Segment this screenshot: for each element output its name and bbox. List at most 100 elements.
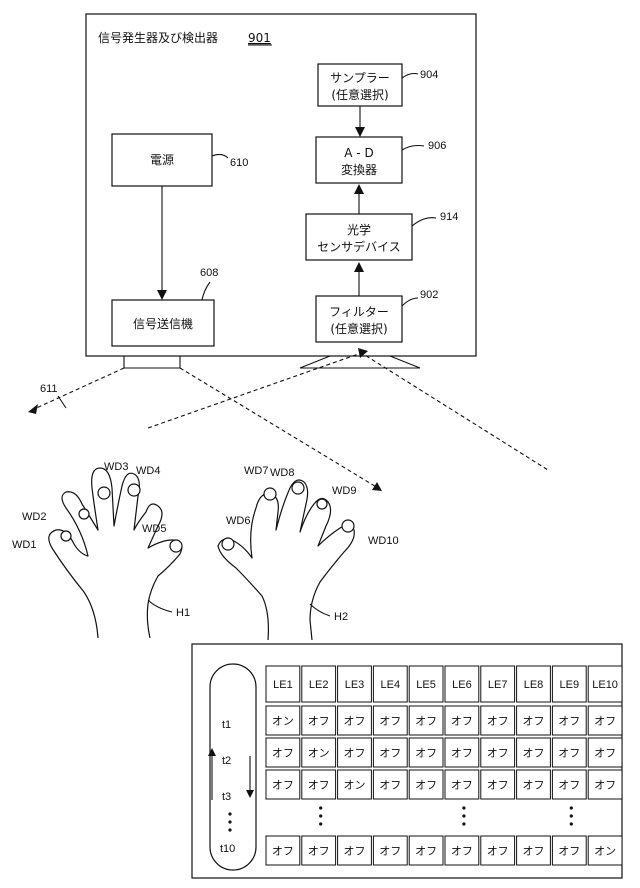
- power-label: 電源: [150, 153, 174, 167]
- table-ellipsis-dot: [570, 822, 573, 825]
- wd7-sensor: [264, 488, 276, 500]
- table-cell-value: オフ: [487, 715, 509, 728]
- wd6-label: WD6: [226, 515, 250, 527]
- timing-panel: t1 t2 t3 t10 LE1 LE2 LE3 LE4 LE5 LE6 LE7 LE8 LE9…: [192, 644, 622, 878]
- table-header-label: LE6: [452, 679, 472, 691]
- table-cell-value: オフ: [558, 779, 580, 792]
- sampler-label: サンプラー: [330, 71, 390, 85]
- table-cell-value: オン: [594, 845, 616, 858]
- h2-leader: [310, 604, 330, 616]
- table-cell-value: オフ: [594, 747, 616, 760]
- h2-label: H2: [334, 611, 348, 623]
- table-cell-value: オフ: [594, 715, 616, 728]
- wd6-sensor: [222, 538, 234, 550]
- table-ellipsis-dot: [462, 822, 465, 825]
- wd5-label: WD5: [142, 523, 166, 535]
- wd10-label: WD10: [368, 535, 399, 547]
- table-header-label: LE3: [345, 679, 365, 691]
- sensor-label: 光学: [347, 222, 371, 237]
- wd1-label: WD1: [12, 539, 36, 551]
- table-cell-value: オフ: [487, 845, 509, 858]
- table-cell-value: オフ: [379, 845, 401, 858]
- table-cell-value: オフ: [379, 779, 401, 792]
- table-cell-value: オフ: [451, 779, 473, 792]
- table-header-label: LE4: [381, 679, 401, 691]
- wd8-label: WD8: [270, 467, 294, 479]
- table-cell-value: オフ: [523, 845, 545, 858]
- transmitter-label: 信号送信機: [133, 316, 193, 331]
- table-cell-value: オフ: [487, 779, 509, 792]
- table-cell-value: オフ: [272, 845, 294, 858]
- table-ellipsis-dot: [319, 822, 322, 825]
- table-cell-value: オフ: [451, 845, 473, 858]
- wd2-sensor: [79, 509, 89, 519]
- time-ellipsis-dot: [228, 820, 231, 823]
- adc-label: A - D: [344, 146, 373, 160]
- wd1-sensor: [61, 531, 71, 541]
- sensor-device: センサデバイス: [317, 239, 401, 254]
- table-cell-value: オフ: [308, 715, 330, 728]
- power-ref: 610: [230, 157, 248, 169]
- table-header-label: LE1: [273, 679, 293, 691]
- filter-optional: (任意選択): [330, 321, 387, 336]
- time-t2: t2: [222, 755, 231, 767]
- filter-ref: 902: [420, 289, 438, 301]
- table-cell-value: オフ: [451, 715, 473, 728]
- table-cell-value: オフ: [415, 779, 437, 792]
- right-hand: WD7 WD8 WD9 WD10 WD6 H2: [218, 465, 399, 640]
- table-cell-value: オフ: [415, 747, 437, 760]
- table-ellipsis-dot: [319, 806, 322, 809]
- table-cell-value: オフ: [415, 715, 437, 728]
- table-header-label: LE8: [524, 679, 544, 691]
- wd4-label: WD4: [136, 465, 160, 477]
- sampler-optional: (任意選択): [331, 87, 388, 102]
- table-header-label: LE5: [416, 679, 436, 691]
- left-hand: WD3 WD4 WD2 WD1 WD5 H1: [12, 461, 190, 638]
- signal-to-hands-arrowhead: [372, 482, 382, 491]
- adc-converter: 変換器: [341, 162, 377, 177]
- wd7-label: WD7: [244, 465, 268, 477]
- table-ellipsis-dot: [570, 806, 573, 809]
- table-cell-value: オフ: [344, 715, 366, 728]
- signal-out-left-arrowhead: [28, 404, 38, 414]
- device-ref: 901: [248, 31, 271, 45]
- table-cell-value: オフ: [308, 779, 330, 792]
- table-cell-value: オフ: [558, 747, 580, 760]
- table-cell-value: オフ: [558, 845, 580, 858]
- wd10-sensor: [342, 520, 354, 532]
- table-header-label: LE10: [592, 679, 618, 691]
- table-header-label: LE9: [560, 679, 580, 691]
- table-cell-value: オフ: [594, 779, 616, 792]
- left-hand-outline: [49, 468, 182, 638]
- table-ellipsis-dot: [570, 814, 573, 817]
- detector-field-line: [360, 352, 548, 470]
- time-t10: t10: [220, 843, 235, 855]
- table-cell-value: オフ: [558, 715, 580, 728]
- device-title: 信号発生器及び検出器: [98, 31, 218, 45]
- table-cell-value: オン: [344, 779, 366, 792]
- sampler-ref: 904: [420, 69, 438, 81]
- time-t3: t3: [222, 791, 231, 803]
- table-cell-value: オフ: [523, 747, 545, 760]
- time-ellipsis-dot: [228, 812, 231, 815]
- table-cell-value: オフ: [451, 747, 473, 760]
- table-cell-value: オン: [308, 747, 330, 760]
- table-cell-value: オフ: [379, 715, 401, 728]
- adc-ref: 906: [428, 140, 446, 152]
- table-cell-value: オフ: [344, 845, 366, 858]
- sensor-ref: 914: [440, 211, 458, 223]
- signal-ref-leader: [58, 396, 66, 408]
- table-cell-value: オフ: [308, 845, 330, 858]
- time-ellipsis-dot: [228, 828, 231, 831]
- time-t1: t1: [222, 719, 231, 731]
- h1-label: H1: [176, 607, 190, 619]
- wd9-sensor: [317, 499, 327, 509]
- table-cell-value: オフ: [487, 747, 509, 760]
- table-cell-value: オフ: [344, 747, 366, 760]
- wd2-label: WD2: [22, 511, 46, 523]
- wd8-sensor: [292, 482, 304, 494]
- table-header-label: LE2: [309, 679, 329, 691]
- table-header-label: LE7: [488, 679, 508, 691]
- table-ellipsis-dot: [319, 814, 322, 817]
